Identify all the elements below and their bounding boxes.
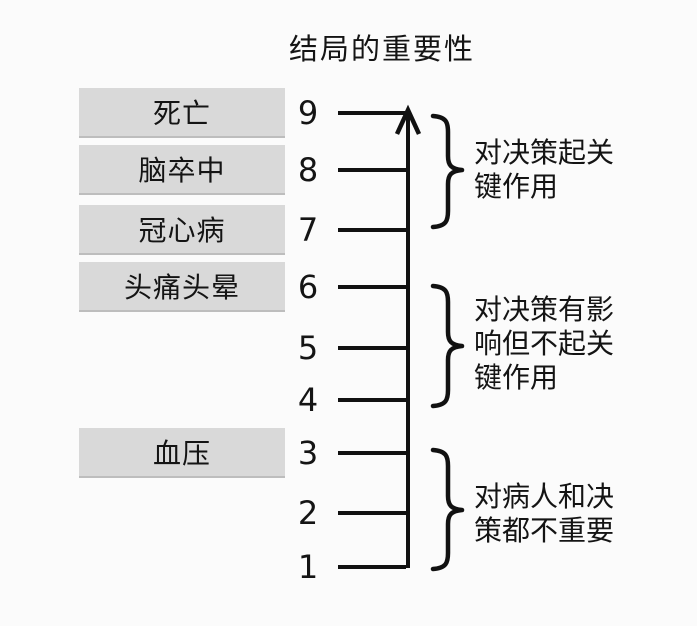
annotation-critical: 对决策起关 键作用 xyxy=(474,136,614,204)
outcome-label: 死亡 xyxy=(152,97,211,130)
scale-number-6: 6 xyxy=(297,268,319,306)
scale-number-5: 5 xyxy=(297,329,319,367)
outcome-label: 头痛头晕 xyxy=(123,271,240,304)
outcome-label: 脑卒中 xyxy=(138,154,226,187)
scale-number-7: 7 xyxy=(297,211,319,249)
outcome-box-stroke: 脑卒中 xyxy=(79,145,285,195)
outcome-label: 冠心病 xyxy=(138,214,226,247)
annotation-line: 键作用 xyxy=(474,170,559,203)
scale-number-8: 8 xyxy=(297,151,319,189)
annotation-line: 对决策有影 xyxy=(474,293,615,326)
scale-number-3: 3 xyxy=(297,434,319,472)
outcome-label: 血压 xyxy=(152,437,211,470)
annotation-line: 策都不重要 xyxy=(474,514,615,547)
outcome-box-coronary-heart-disease: 冠心病 xyxy=(79,205,285,255)
annotation-line: 键作用 xyxy=(474,361,559,394)
annotation-line: 对病人和决 xyxy=(474,480,615,513)
outcome-box-blood-pressure: 血压 xyxy=(79,428,285,478)
annotation-line: 对决策起关 xyxy=(474,136,615,169)
axis-arrowhead xyxy=(394,104,422,135)
brace-critical xyxy=(430,113,465,230)
annotation-not-important: 对病人和决 策都不重要 xyxy=(474,480,614,548)
outcome-box-death: 死亡 xyxy=(79,88,285,138)
annotation-line: 响但不起关 xyxy=(474,327,615,360)
scale-number-1: 1 xyxy=(297,548,319,586)
brace-not-important xyxy=(430,447,465,572)
scale-number-4: 4 xyxy=(297,381,319,419)
scale-number-2: 2 xyxy=(297,494,319,532)
scale-number-9: 9 xyxy=(297,94,319,132)
outcome-box-headache-dizziness: 头痛头晕 xyxy=(79,262,285,312)
diagram-title: 结局的重要性 xyxy=(288,32,475,66)
annotation-influential: 对决策有影 响但不起关 键作用 xyxy=(474,293,614,395)
brace-influential xyxy=(430,283,465,409)
